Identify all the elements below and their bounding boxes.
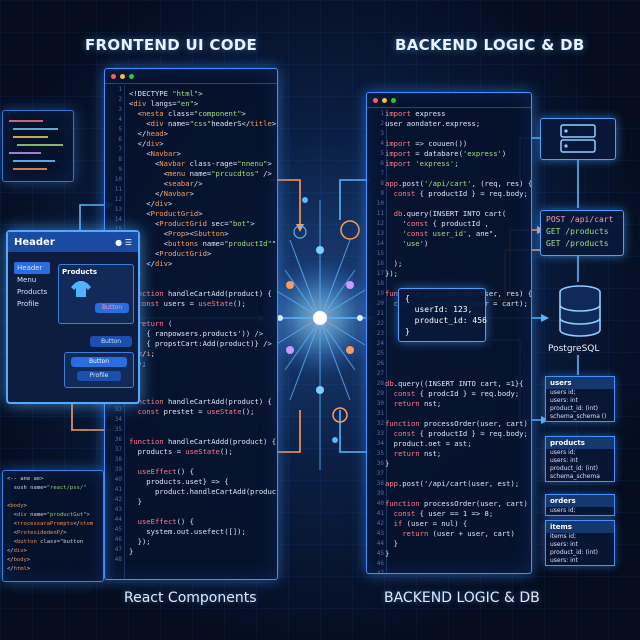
card-button[interactable]: Button (71, 357, 127, 367)
database-icon (559, 285, 601, 337)
table-field: users: int (550, 541, 578, 548)
server-icon-box (540, 118, 616, 160)
products-card: Products Button (58, 264, 134, 324)
mockup-header-label: Header (14, 236, 55, 248)
ui-mockup-window[interactable]: Header ● ☰ Header Menu Products Profile … (6, 230, 140, 404)
mockup-header: Header ● ☰ (8, 232, 138, 252)
nav-item-products[interactable]: Products (17, 288, 48, 296)
table-field: users: int (550, 397, 578, 404)
api-endpoints-box: POST /api/cart GET /products GET /produc… (540, 210, 624, 256)
maximize-dot-icon[interactable] (391, 97, 396, 103)
database-label: PostgreSQL (548, 344, 600, 354)
products-card-title: Products (62, 268, 98, 276)
table-field: product_id: (int) (550, 549, 598, 556)
table-header: products (546, 437, 614, 449)
backend-title: BACKEND LOGIC & DB (395, 36, 585, 54)
nav-item-header[interactable]: Header (14, 262, 50, 274)
table-field: schema_schema () (550, 413, 607, 420)
table-header: users (546, 377, 614, 389)
table-field: product_id: (int) (550, 465, 598, 472)
table-field: users: int (550, 557, 578, 564)
table-field: product_id: (int) (550, 405, 598, 412)
close-dot-icon[interactable] (111, 73, 116, 79)
tshirt-icon (71, 281, 91, 297)
nav-item-profile[interactable]: Profile (17, 300, 39, 308)
table-field: users id; (550, 389, 576, 396)
mini-code-panel: <-- ane ae> sosh name="react/pss/" <body… (2, 470, 104, 582)
table-field: schema_schema (550, 473, 600, 480)
mini-code: <-- ane ae> sosh name="react/pss/" <body… (7, 476, 94, 572)
backend-caption: BACKEND LOGIC & DB (384, 590, 540, 606)
table-field: users: int (550, 457, 578, 464)
api-get-products-2[interactable]: GET /products (546, 239, 609, 248)
mockup-sidebar: Header Menu Products Profile (14, 262, 50, 310)
code-lines-icon (9, 120, 63, 170)
secondary-button[interactable]: Button (90, 336, 132, 347)
frontend-code-bottom[interactable]: function handleCartAdd(product) { const … (129, 397, 278, 556)
frontend-editor[interactable]: 1234567891011121314151617181920212223242… (104, 68, 278, 580)
editor-titlebar (105, 69, 277, 84)
close-dot-icon[interactable] (373, 97, 378, 103)
api-post-cart[interactable]: POST /api/cart (546, 215, 614, 224)
api-get-products[interactable]: GET /products (546, 227, 609, 236)
table-field: items id; (550, 533, 577, 540)
frontend-code-top[interactable]: <!DECTYPE "html"> <div langs="en"> <nest… (129, 89, 277, 378)
decorative-code-panel (2, 110, 74, 182)
request-payload-box: { userId: 123, product_id: 456 } (398, 288, 487, 342)
product-button[interactable]: Button (95, 303, 129, 313)
table-field: users id; (550, 449, 576, 456)
server-icon (560, 124, 596, 153)
table-header: items (546, 521, 614, 533)
table-field: users id; (550, 507, 576, 514)
frontend-title: FRONTEND UI CODE (85, 36, 258, 54)
nav-item-menu[interactable]: Menu (17, 276, 37, 284)
user-and-menu-icon[interactable]: ● ☰ (115, 237, 132, 247)
maximize-dot-icon[interactable] (129, 73, 134, 79)
backend-titlebar (367, 93, 531, 108)
profile-card: Button Profile (64, 352, 134, 388)
payload-json: { userId: 123, product_id: 456 } (405, 294, 487, 336)
profile-button[interactable]: Profile (77, 371, 121, 381)
frontend-caption: React Components (124, 590, 257, 606)
table-header: orders (546, 495, 614, 507)
minimize-dot-icon[interactable] (382, 97, 387, 103)
minimize-dot-icon[interactable] (120, 73, 125, 79)
